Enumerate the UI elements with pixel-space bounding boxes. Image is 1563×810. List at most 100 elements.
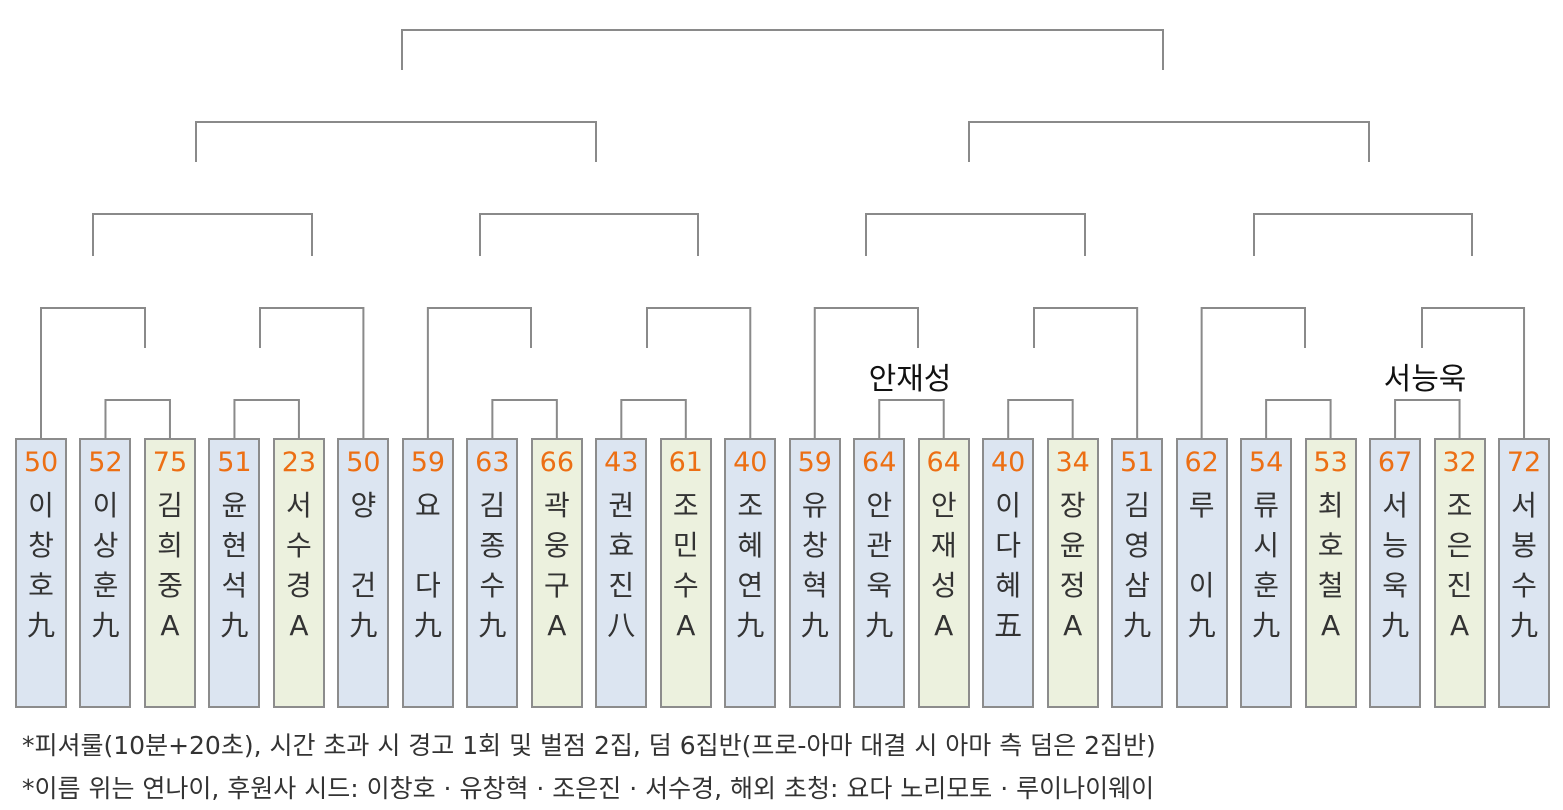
player-name-char: 창 [28, 529, 54, 562]
player-name-char: 혜 [995, 569, 1022, 602]
player-name-char: 류 [1253, 489, 1279, 522]
player-name-char: 진 [1446, 569, 1473, 602]
player-name-char: 김 [157, 489, 183, 522]
player-rank: A [1321, 609, 1341, 642]
player-rank: 九 [478, 609, 507, 642]
bracket-connector [865, 213, 1086, 256]
bracket-connector [646, 307, 752, 438]
player-age: 59 [410, 447, 446, 478]
player-name-char: 중 [157, 569, 183, 602]
player-name-char: 성 [930, 569, 957, 602]
player-rank: A [1449, 609, 1470, 642]
player-age: 75 [152, 447, 188, 478]
bracket-connector [92, 213, 313, 256]
bracket-connector [233, 399, 300, 438]
player-name-char: 서 [1382, 489, 1408, 522]
winner-label-anjaesung: 안재성 [868, 362, 952, 397]
bracket-connector [401, 29, 1164, 70]
player-name-char: 김 [1124, 489, 1151, 522]
player-rank: A [934, 609, 954, 642]
player-rank: 九 [1187, 609, 1216, 642]
bracket-connector [1253, 213, 1473, 256]
note-rules: *피셔룰(10분+20초), 시간 초과 시 경고 1회 및 벌점 2집, 덤 … [22, 731, 1156, 760]
player-name-char: 현 [221, 529, 248, 562]
player-name-char: 진 [608, 569, 635, 602]
player-rank: 九 [413, 609, 442, 642]
player-name-char: 석 [221, 569, 248, 602]
player-age: 54 [1248, 447, 1284, 478]
player-rank: A [289, 609, 309, 642]
player-name-char: 장 [1059, 489, 1086, 522]
bracket-connector [479, 213, 699, 256]
player-name-char: 이 [28, 489, 54, 522]
player-age: 61 [668, 447, 703, 478]
player-rank: 九 [91, 609, 120, 642]
bracket-connector [491, 399, 558, 438]
bracket-connector [968, 121, 1370, 162]
player-name-char: 요 [414, 489, 441, 522]
player-age: 64 [926, 447, 961, 478]
player-age: 50 [346, 447, 381, 478]
bracket-connector [620, 399, 687, 438]
player-name-char: 수 [286, 529, 312, 562]
player-name-char: 조 [1446, 489, 1473, 522]
player-name-char: 다 [414, 569, 441, 602]
player-name-char: 욱 [866, 569, 893, 602]
player-name-char: 루 [1188, 489, 1215, 522]
player-name-char: 연 [737, 569, 764, 602]
player-age: 59 [797, 447, 832, 478]
player-name-char: 희 [157, 529, 183, 562]
player-rank: A [1063, 609, 1083, 642]
player-name-char: 시 [1253, 529, 1279, 562]
player-age: 23 [281, 447, 317, 478]
player-age: 40 [991, 447, 1026, 478]
player-rank: 九 [1123, 609, 1152, 642]
bracket-connector [1007, 399, 1074, 438]
player-age: 66 [539, 447, 574, 478]
player-name-char: 최 [1317, 489, 1344, 522]
player-name-char: 수 [479, 569, 506, 602]
player-name-char: 권 [608, 489, 635, 522]
player-name-char: 상 [92, 529, 119, 562]
player-age: 53 [1313, 447, 1348, 478]
player-age: 67 [1377, 447, 1413, 478]
bracket-connector [1033, 307, 1139, 438]
player-name-char: 욱 [1382, 569, 1408, 602]
bracket-connector [195, 121, 597, 162]
player-rank: 九 [349, 609, 378, 642]
bracket-connector [259, 307, 365, 438]
player-name-char: 호 [1317, 529, 1344, 562]
player-rank: A [547, 609, 567, 642]
bracket-connector [1394, 399, 1461, 438]
bracket-connector [1265, 399, 1332, 438]
player-rank: A [160, 609, 180, 642]
player-rank: 九 [800, 609, 829, 642]
player-name-char: 서 [286, 489, 312, 522]
note-seeds: *이름 위는 연나이, 후원사 시드: 이창호 · 유창혁 · 조은진 · 서수… [22, 774, 1155, 803]
player-name-char: 호 [28, 569, 54, 602]
player-name-char: 이 [995, 489, 1022, 522]
player-name-char: 조 [737, 489, 764, 522]
bracket-connector [1421, 307, 1526, 438]
player-name-char: 훈 [1253, 569, 1279, 602]
player-name-char: 수 [672, 569, 699, 602]
player-name-char: 삼 [1124, 569, 1151, 602]
player-name-char: 다 [995, 529, 1022, 562]
player-name-char: 안 [930, 489, 957, 522]
player-name-char: 종 [479, 529, 506, 562]
